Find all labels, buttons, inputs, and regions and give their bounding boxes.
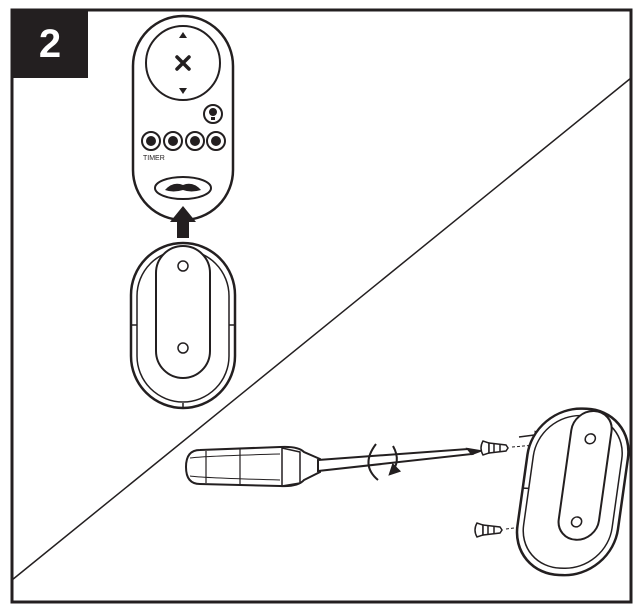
screw-upper	[480, 440, 509, 456]
panel-frame	[10, 8, 633, 604]
screwdriver	[184, 445, 484, 488]
down-arrow-icon	[179, 88, 187, 94]
fan-x-icon	[175, 55, 191, 71]
step-number-badge: 2	[12, 10, 88, 78]
screw-hole-top	[177, 260, 189, 272]
wall-cradle	[129, 241, 237, 410]
bulb-icon	[208, 108, 217, 120]
speed-button-row	[141, 131, 226, 151]
remote-control: TIMER	[131, 14, 235, 222]
timer-label: TIMER	[143, 155, 165, 162]
insert-arrow	[170, 206, 196, 238]
rotation-arrow-icon	[367, 443, 402, 481]
screwdriver-tip	[465, 447, 484, 456]
diagonal-divider	[11, 77, 632, 581]
screw-lower	[474, 522, 503, 538]
up-arrow-icon	[179, 32, 187, 38]
logo-mark-icon	[165, 183, 201, 192]
wall-cradle-angled	[515, 407, 630, 577]
screw-hole-bottom	[177, 342, 189, 354]
